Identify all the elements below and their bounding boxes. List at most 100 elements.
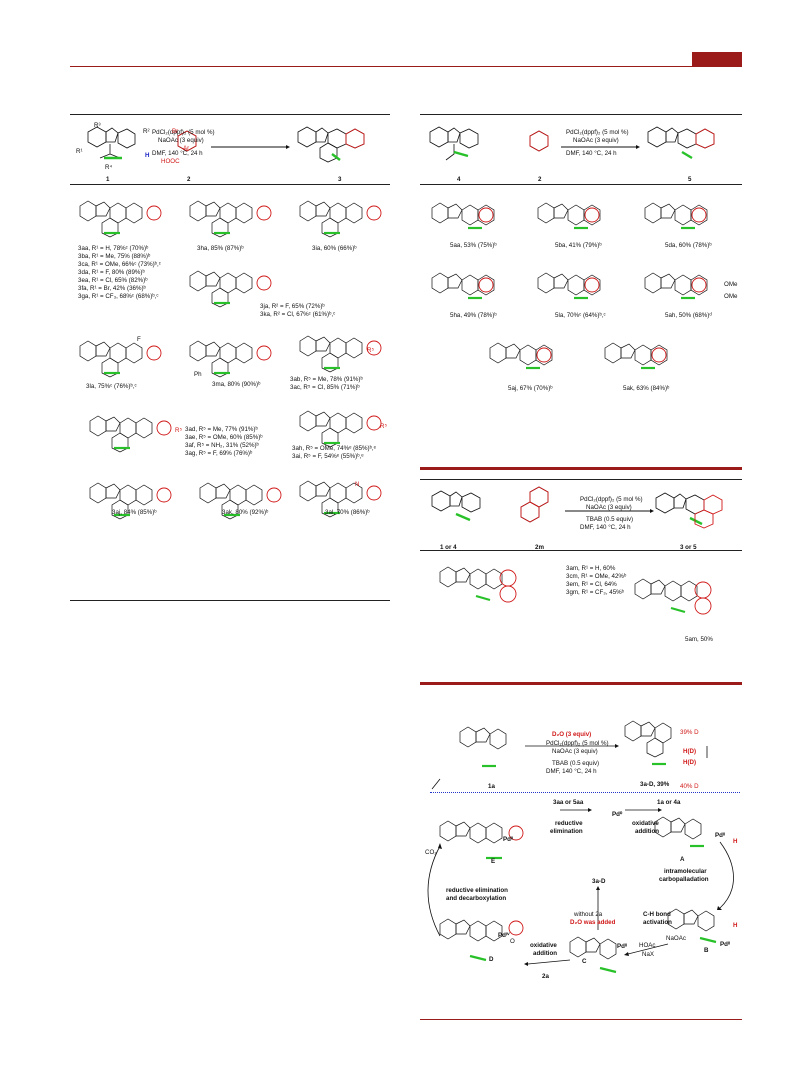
entry-3ai: 3ai, R⁵ = F, 54%ᵉ (55%)ᵇ,ᵉ [292, 453, 364, 460]
rb-cond-5: DMF, 140 °C, 24 h [546, 768, 597, 775]
rt-mid-rule [420, 184, 742, 185]
rb-product: 3a-D, 39% [640, 781, 670, 788]
rm-cond-4: DMF, 140 °C, 24 h [580, 524, 631, 531]
entry-3am: 3am, R¹ = H, 60% [566, 565, 616, 572]
rb-cond-3: NaOAc (3 equiv) [552, 748, 598, 755]
left-r3: R³ [94, 122, 101, 129]
rb-hd-2: H(D) [683, 759, 697, 766]
entry-3ma: 3ma, 80% (90%)ᵇ [212, 381, 261, 388]
rt-cond-1: PdCl₂(dppf)₂ (5 mol %) [566, 129, 629, 136]
entry-3em: 3em, R¹ = Cl, 64% [566, 581, 617, 588]
entry-5ba: 5ba, 41% (79%)ᵇ [555, 242, 602, 249]
cyc-2a: 2a [542, 973, 549, 980]
label-r5-c: R⁵ [380, 423, 388, 430]
entry-3ga: 3ga, R¹ = CF₃, 68%ᶜ (68%)ᵇ,ᶜ [78, 293, 159, 300]
rt-products [431, 202, 708, 370]
entry-3da: 3da, R¹ = F, 80% (89%)ᵇ [78, 269, 145, 276]
cyc-red-elim-2: elimination [550, 828, 583, 835]
rb-cond-2: PdCl₂(dppf)₂ (5 mol %) [546, 740, 609, 747]
left-label-1: 1 [106, 176, 110, 183]
cyc-nax: NaX [642, 951, 655, 958]
rb-d-bottom: 40% D [680, 783, 699, 790]
label-ome-2: OMe [724, 293, 738, 300]
label-r5-a: R⁵ [367, 347, 375, 354]
cyc-h-b: H [733, 922, 738, 929]
rt-cond-3: DMF, 140 °C, 24 h [566, 150, 617, 157]
rt-label-4: 4 [457, 176, 461, 183]
rb-d-top-text: 39% D [680, 729, 699, 736]
entry-3ia: 3ia, 60% (66%)ᵇ [312, 245, 357, 252]
left-scheme-top-rule [70, 114, 390, 115]
rb-structures [427, 720, 734, 974]
cyc-ox-add-b2: addition [533, 950, 558, 957]
rb-cond-d2o: D₂O (3 equiv) [552, 731, 592, 738]
rb-hd-1: H(D) [683, 748, 697, 755]
cyc-red-decarb-2: and decarboxylation [446, 895, 507, 902]
cyc-pd0: Pd⁰ [612, 811, 623, 818]
entry-3al: 3al, 70% (86%)ᵇ [325, 509, 370, 516]
label-ph: Ph [194, 371, 202, 378]
rb-bottom-rule [420, 1019, 742, 1020]
rm-reaction-structures [431, 486, 723, 529]
entry-5am: 5am, 50% [685, 636, 713, 643]
cyc-ox-add-1: oxidative [632, 820, 659, 827]
entry-3fa: 3fa, R¹ = Br, 42% (36%)ᵇ [78, 285, 146, 292]
entry-3aj: 3aj, 84% (85%)ᵇ [112, 509, 157, 516]
entry-3ae: 3ae, R⁵ = OMe, 60% (85%)ᵇ [185, 434, 263, 441]
entry-3ja: 3ja, R² = F, 65% (72%)ᵇ [260, 303, 325, 310]
entry-3ka: 3ka, R² = Cl, 67%ᶜ (61%)ᵇ,ᶜ [260, 311, 336, 318]
rb-d-top: 39% D [680, 729, 699, 736]
cyc-d2o-added: D₂O was added [570, 919, 616, 926]
rb-d-bottom-text: 40% D [680, 783, 699, 790]
left-br: Br [172, 128, 179, 135]
cyc-top-right: 1a or 4a [657, 799, 681, 806]
entry-5la: 5la, 70%ᶜ (64%)ᵇ,ᶜ [555, 312, 606, 319]
entry-3ah: 3ah, R⁵ = OMe, 74%ᵉ (85%)ᵇ,ᵉ [292, 445, 376, 452]
left-cond-1: PdCl₂(dppf)₂ (5 mol %) [152, 129, 215, 136]
entry-5aa: 5aa, 53% (75%)ᵇ [450, 242, 497, 249]
left-cond-2: NaOAc (3 equiv) [158, 137, 204, 144]
cyc-A: A [680, 856, 685, 863]
left-cond-3: DMF, 140 °C, 24 h [152, 150, 203, 157]
cyc-pd4-d: Pdᴵⱽ [498, 932, 510, 939]
entry-3ac: 3ac, R⁵ = Cl, 85% (71%)ᵇ [290, 384, 360, 391]
cyc-ox-add-2: addition [635, 828, 660, 835]
left-ar: Ar [183, 145, 190, 152]
label-f-3la: F [137, 336, 141, 343]
rt-reaction-structures [429, 126, 715, 161]
cyc-3a-d: 3a-D [592, 878, 606, 885]
cyc-C: C [582, 958, 587, 965]
entry-3af: 3af, R⁵ = NH₂, 31% (52%)ᵇ [185, 442, 259, 449]
entry-3ad: 3ad, R⁵ = Me, 77% (91%)ᵇ [185, 426, 258, 433]
rt-label-2: 2 [538, 176, 542, 183]
entry-3ab: 3ab, R⁵ = Me, 78% (91%)ᵇ [290, 376, 363, 383]
rm-cond-3: TBAB (0.5 equiv) [586, 516, 634, 523]
rt-top-rule [420, 114, 742, 115]
cyc-hoac: HOAc [639, 942, 656, 949]
cyc-top-left: 3aa or 5aa [553, 799, 584, 806]
cyc-intramol-1: intramolecular [664, 868, 707, 875]
entry-3la: 3la, 75%ᶜ (76%)ᵇ,ᶜ [86, 383, 137, 390]
entry-5ah: 5ah, 50% (68%)ᵈ [665, 312, 712, 319]
left-r2: R² [143, 128, 150, 135]
cyc-pd2-e: Pdᴵᴵ [503, 836, 514, 843]
left-r4: R⁴ [105, 164, 113, 171]
left-hooc: HOOC [161, 158, 180, 165]
left-label-2: 2 [187, 176, 191, 183]
cyc-E: E [491, 858, 496, 865]
header-tab [692, 52, 742, 66]
entry-5aj: 5aj, 67% (70%)ᵇ [508, 385, 553, 392]
entry-5ak: 5ak, 63% (84%)ᵇ [623, 385, 670, 392]
rb-start-1a: 1a [488, 783, 495, 790]
rm-top-rule [420, 479, 742, 480]
rm-products [439, 566, 712, 615]
cyc-ch-act-2: activation [643, 919, 672, 926]
left-products [79, 200, 382, 520]
cyc-red-decarb-1: reductive elimination [446, 887, 508, 894]
entry-3ak: 3ak, 80% (92%)ᵇ [222, 509, 269, 516]
entry-3gm: 3gm, R¹ = CF₃, 45%ᵇ [566, 589, 624, 596]
label-n-3al: N [355, 481, 360, 488]
rm-label-3or5: 3 or 5 [680, 544, 697, 551]
entry-3aa: 3aa, R¹ = H, 78%ᶜ (70%)ᵇ [78, 245, 149, 252]
cyc-ox-add-b1: oxidative [530, 942, 557, 949]
